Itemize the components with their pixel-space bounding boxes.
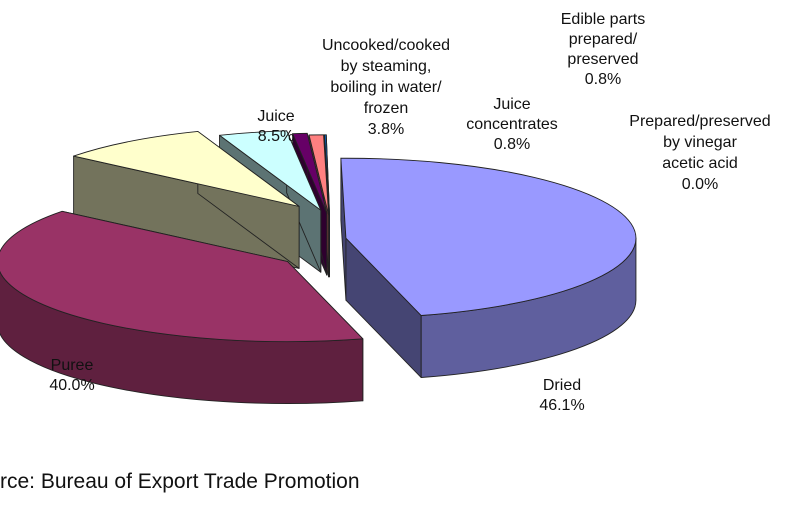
label-edible-line-0: Edible parts — [561, 11, 646, 28]
label-uncooked-line-4: 3.8% — [368, 121, 404, 138]
slice-2 — [73, 130, 300, 269]
label-edible-line-1: prepared/ — [569, 31, 638, 48]
label-juice-conc: Juice concentrates 0.8% — [466, 96, 558, 153]
label-puree-line-0: Puree — [51, 357, 94, 374]
label-vinegar-line-0: Prepared/preserved — [629, 113, 770, 130]
label-dried-line-1: 46.1% — [539, 397, 584, 414]
slice-4-top — [292, 132, 328, 214]
slice-1-top — [0, 210, 364, 343]
label-juice-conc-line-1: concentrates — [466, 116, 558, 133]
slice-0-top — [340, 157, 637, 316]
pie-labels: Dried 46.1% Puree 40.0% Juice 8.5% Uncooked/co… — [49, 11, 770, 414]
label-juice: Juice 8.5% — [257, 108, 294, 145]
slice-2-top — [73, 130, 300, 207]
label-dried-line-0: Dried — [543, 377, 581, 394]
slice-0 — [340, 157, 637, 378]
label-vinegar: Prepared/preserved by vinegar acetic acid 0… — [629, 113, 770, 193]
label-uncooked-line-3: frozen — [364, 100, 408, 117]
label-edible-line-3: 0.8% — [585, 71, 621, 88]
label-uncooked: Uncooked/cooked by steaming, boiling in wa… — [322, 37, 450, 138]
pie-slices — [0, 130, 637, 405]
label-dried: Dried 46.1% — [539, 377, 584, 414]
label-edible-line-2: preserved — [567, 51, 638, 68]
label-vinegar-line-2: acetic acid — [662, 155, 738, 172]
source-note: rce: Bureau of Export Trade Promotion — [0, 470, 360, 493]
slice-1 — [0, 210, 364, 405]
label-uncooked-line-1: by steaming, — [341, 58, 432, 75]
label-uncooked-line-0: Uncooked/cooked — [322, 37, 450, 54]
label-juice-line-1: 8.5% — [258, 128, 294, 145]
slice-5-top — [308, 134, 330, 216]
label-vinegar-line-1: by vinegar — [663, 134, 737, 151]
label-uncooked-line-2: boiling in water/ — [330, 79, 442, 96]
label-puree-line-1: 40.0% — [49, 377, 94, 394]
label-vinegar-line-3: 0.0% — [682, 176, 718, 193]
label-juice-conc-line-0: Juice — [493, 96, 530, 113]
label-juice-line-0: Juice — [257, 108, 294, 125]
label-puree: Puree 40.0% — [49, 357, 94, 394]
label-edible: Edible parts prepared/preserved 0.8% — [561, 11, 646, 88]
slice-6-top — [324, 134, 330, 216]
slice-3-top — [219, 130, 322, 211]
label-juice-conc-line-2: 0.8% — [494, 136, 530, 153]
